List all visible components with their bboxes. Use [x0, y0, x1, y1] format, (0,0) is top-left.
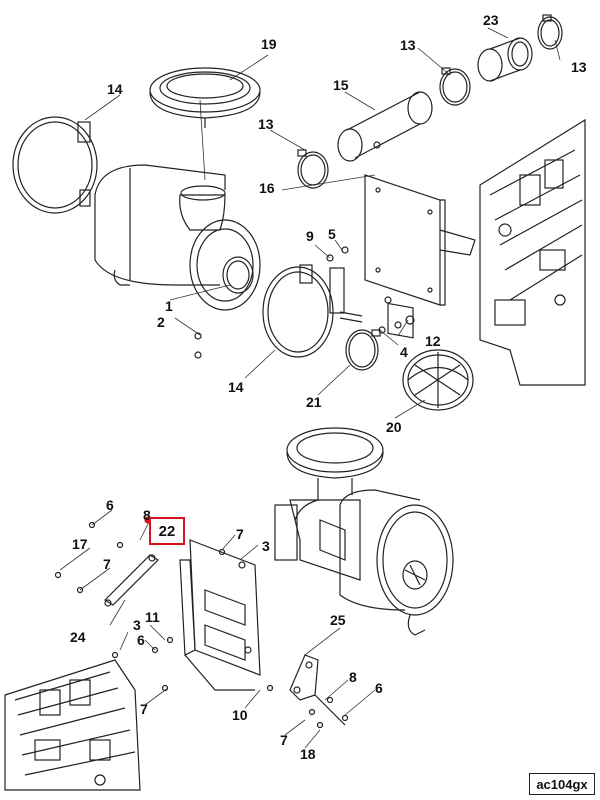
- callout-19: 19: [261, 36, 277, 52]
- clamp-band-14-lower: [262, 264, 345, 358]
- callout-7-d: 7: [280, 732, 288, 748]
- callout-6-b: 6: [137, 632, 145, 648]
- callout-12: 12: [425, 333, 441, 349]
- callout-4: 4: [400, 344, 408, 360]
- bracket-plate-16: [364, 174, 476, 339]
- callout-10: 10: [232, 707, 248, 723]
- strap-bracket-24: [104, 554, 159, 607]
- hose-clamp-13-mid: [439, 67, 471, 106]
- top-assembly: [12, 14, 586, 419]
- callout-7-b: 7: [103, 556, 111, 572]
- callout-23: 23: [483, 12, 499, 28]
- callout-6-c: 6: [375, 680, 383, 696]
- hose-clamp-21: [345, 329, 381, 371]
- callout-24: 24: [70, 629, 86, 645]
- air-cleaner-body-bottom: [274, 489, 454, 636]
- callout-16: 16: [259, 180, 275, 196]
- clamp-band-14-left: [12, 116, 98, 214]
- callout-22-highlighted[interactable]: 22: [149, 517, 185, 545]
- hose-clamp-13-top: [537, 14, 563, 50]
- bracket-25: [289, 654, 346, 726]
- callout-9: 9: [306, 228, 314, 244]
- callout-7-a: 7: [236, 526, 244, 542]
- callout-13-a: 13: [400, 37, 416, 53]
- air-cleaner-body-top: [94, 164, 261, 311]
- callout-21: 21: [306, 394, 322, 410]
- inlet-cage-20: [402, 349, 474, 411]
- hose-clamp-13-low: [297, 149, 329, 189]
- callout-15: 15: [333, 77, 349, 93]
- callout-2: 2: [157, 314, 165, 330]
- callout-6-a: 6: [106, 497, 114, 513]
- engine-block-top: [479, 118, 586, 386]
- bottom-assembly: [4, 427, 454, 791]
- callout-20: 20: [386, 419, 402, 435]
- callout-13-c: 13: [258, 116, 274, 132]
- callout-11: 11: [145, 609, 160, 625]
- callout-17: 17: [72, 536, 88, 552]
- callout-8-b: 8: [349, 669, 357, 685]
- callout-7-c: 7: [140, 701, 148, 717]
- callout-14-bottom: 14: [228, 379, 244, 395]
- reference-code-label: ac104gx: [529, 773, 595, 795]
- callout-18: 18: [300, 746, 316, 762]
- cover-dish-bottom: [286, 427, 384, 521]
- callout-25: 25: [330, 612, 346, 628]
- callout-13-b: 13: [571, 59, 587, 75]
- callout-5: 5: [328, 226, 336, 242]
- callout-14-top: 14: [107, 81, 123, 97]
- fasteners-bottom: [54, 516, 349, 729]
- callout-3-a: 3: [262, 538, 270, 554]
- engine-block-bottom: [4, 659, 141, 791]
- coupler-23: [477, 37, 533, 82]
- tube-15: [337, 91, 433, 162]
- callout-3-b: 3: [133, 617, 141, 633]
- callout-1: 1: [165, 298, 173, 314]
- cover-dish-19: [149, 67, 261, 128]
- callout-8-a: 8: [143, 507, 151, 523]
- mounting-bracket: [179, 539, 261, 691]
- fasteners-top: [194, 246, 415, 359]
